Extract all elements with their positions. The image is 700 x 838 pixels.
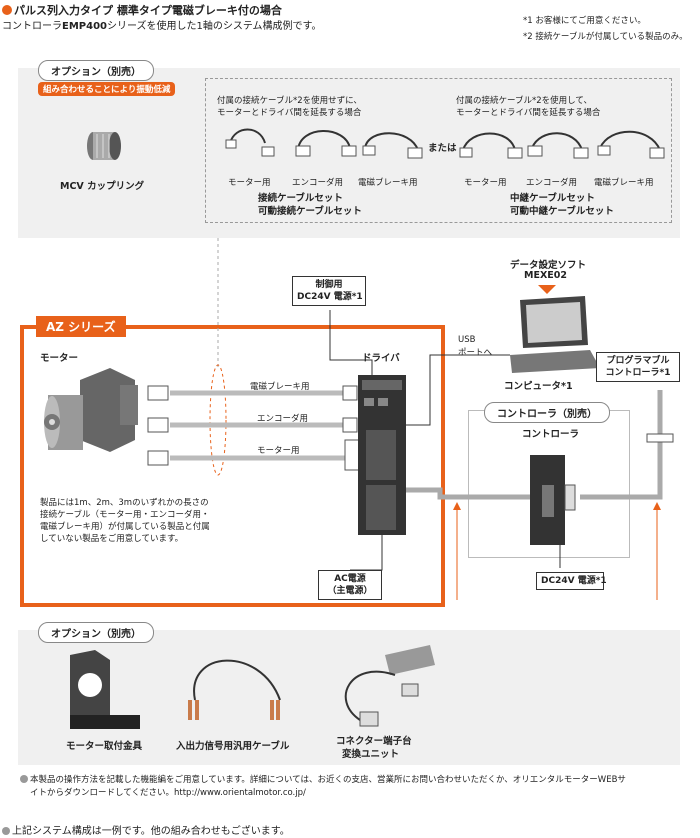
cable-option-area: [205, 78, 672, 223]
left-desc-1: 付属の接続ケーブル*2を使用せずに、: [217, 96, 362, 106]
set-right-2: 可動中継ケーブルセット: [510, 206, 614, 217]
az-desc-2: 接続ケーブル（モーター用・エンコーダ用・: [40, 510, 210, 520]
cable-encoder-label: エンコーダ用: [257, 414, 309, 424]
footnote-1: *1 お客様にてご用意ください。: [523, 16, 646, 26]
usb-label-2: ポートへ: [458, 348, 493, 358]
option-top-label: オプション（別売）: [38, 60, 154, 81]
bullet-icon: [20, 775, 28, 783]
controller-label: コントローラ: [522, 429, 580, 440]
plc-box: プログラマブルコントローラ*1: [596, 352, 680, 382]
ac-power-box: AC電源（主電源）: [318, 570, 382, 600]
software-label-2: MEXE02: [524, 270, 567, 281]
io-cable-label: 入出力信号用汎用ケーブル: [176, 741, 290, 752]
bullet-icon: [2, 827, 10, 835]
set-right-1: 中継ケーブルセット: [510, 193, 595, 204]
terminal-unit-illustration: [344, 645, 435, 727]
set-left-1: 接続ケーブルセット: [258, 193, 343, 204]
driver-label: ドライバ: [362, 353, 400, 364]
option-bottom-panel: [18, 630, 680, 765]
page-subtitle: コントローラEMP400シリーズを使用した1軸のシステム構成例です。: [2, 21, 322, 32]
terminal-label-1: コネクター端子台: [336, 736, 412, 747]
coupling-illustration: [87, 132, 121, 160]
cable-brake-label: 電磁ブレーキ用: [250, 382, 310, 392]
az-series-label: AZ シリーズ: [36, 316, 126, 337]
motor-bracket-illustration: [70, 650, 140, 729]
computer-label: コンピュータ*1: [504, 381, 573, 392]
controller-illustration: [530, 455, 576, 545]
manual-note-2: イトからダウンロードしてください。http://www.orientalmoto…: [30, 788, 306, 798]
computer-illustration: [510, 296, 600, 373]
right-desc-1: 付属の接続ケーブル*2を使用して、: [456, 96, 592, 106]
option-bottom-label: オプション（別売）: [38, 622, 154, 643]
cable-label-right-motor: モーター用: [464, 178, 507, 188]
left-desc-2: モーターとドライバ間を延長する場合: [217, 108, 362, 118]
bracket-label: モーター取付金具: [66, 741, 143, 752]
right-desc-2: モーターとドライバ間を延長する場合: [456, 108, 601, 118]
vibration-tag: 組み合わせることにより振動低減: [38, 82, 176, 96]
driver-illustration: [358, 375, 406, 535]
bullet-icon: [2, 5, 12, 15]
az-desc-1: 製品には1m、2m、3mのいずれかの長さの: [40, 498, 209, 508]
manual-note: 本製品の操作方法を記載した機能編をご用意しています。詳細については、お近くの支店…: [20, 773, 690, 785]
az-desc-4: していない製品をご用意しています。: [40, 534, 184, 544]
dc24-power-box: DC24V 電源*1: [536, 572, 607, 590]
example-note: 上記システム構成は一例です。他の組み合わせもございます。: [2, 822, 290, 837]
terminal-label-2: 変換ユニット: [342, 749, 400, 760]
page-title: パルス列入力タイプ 標準タイプ電磁ブレーキ付の場合: [2, 2, 282, 18]
cable-label-left-motor: モーター用: [228, 178, 271, 188]
cable-label-left-brake: 電磁ブレーキ用: [358, 178, 418, 188]
cable-motor-label: モーター用: [257, 446, 300, 456]
software-label-1: データ設定ソフト: [510, 260, 587, 271]
motor-illustration: [44, 368, 138, 452]
coupling-label: MCV カップリング: [60, 181, 145, 192]
set-left-2: 可動接続ケーブルセット: [258, 206, 362, 217]
io-cable-illustration: [193, 659, 281, 701]
footnote-2: *2 接続ケーブルが付属している製品のみ。: [523, 32, 688, 42]
cable-label-right-brake: 電磁ブレーキ用: [594, 178, 654, 188]
az-desc-3: 電磁ブレーキ用）が付属している製品と付属: [40, 522, 210, 532]
controller-option-label: コントローラ（別売）: [484, 402, 610, 423]
motor-label: モーター: [40, 353, 79, 364]
cable-label-right-encoder: エンコーダ用: [526, 178, 578, 188]
usb-label-1: USB: [458, 335, 476, 345]
cable-label-left-encoder: エンコーダ用: [292, 178, 344, 188]
or-label: または: [428, 143, 457, 154]
